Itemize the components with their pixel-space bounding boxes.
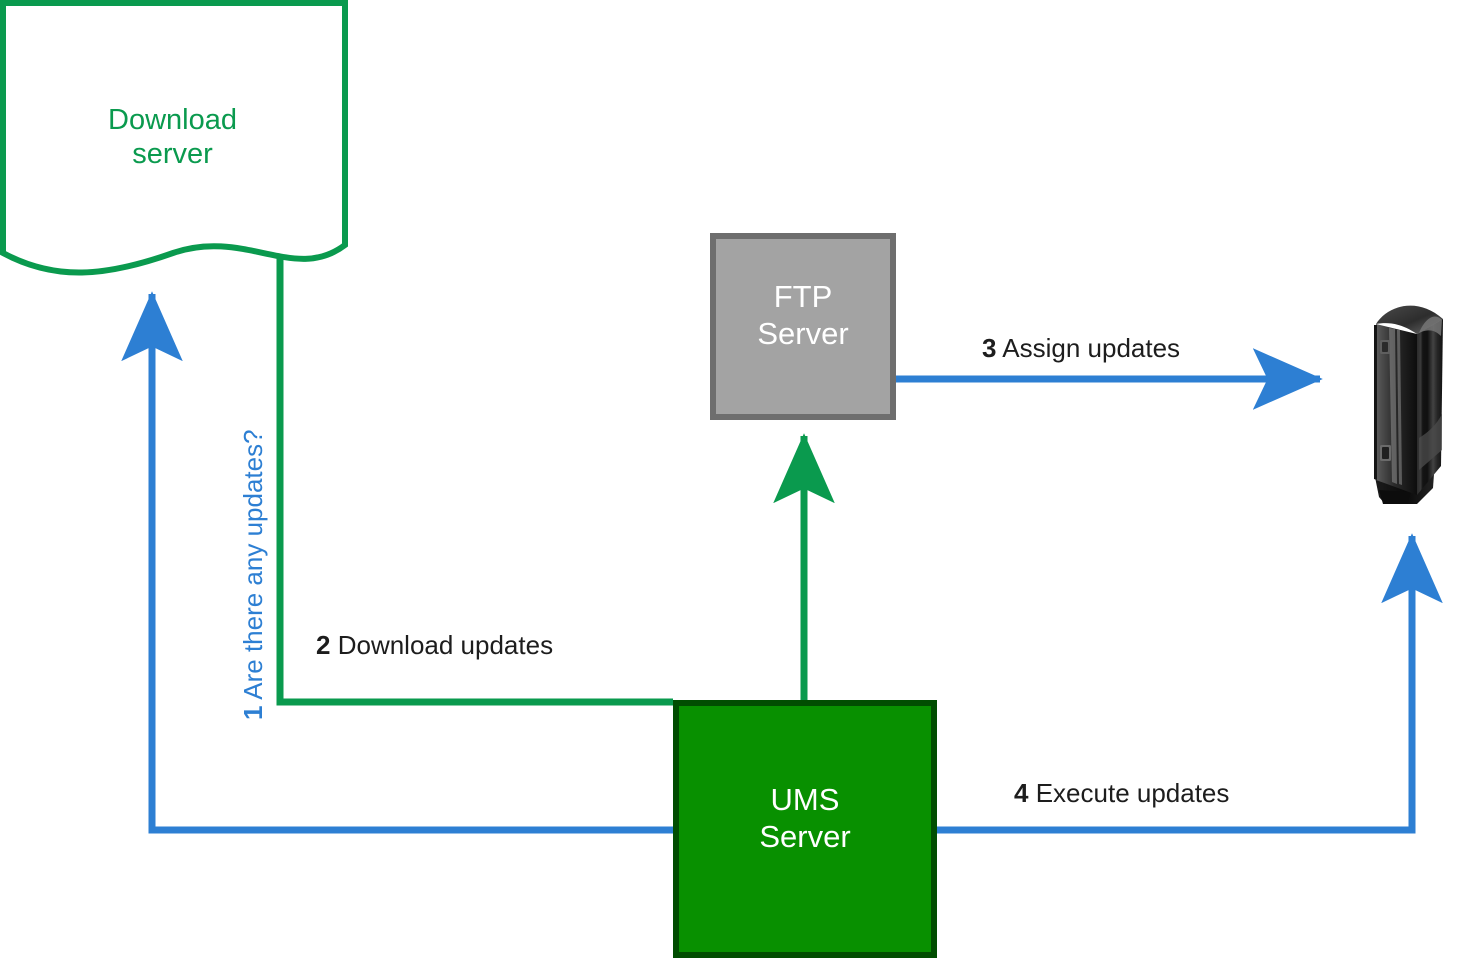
thin-client-device-icon[interactable] <box>1355 292 1455 517</box>
edge-3-label-text: Assign updates <box>1002 333 1181 363</box>
node-ums-server[interactable] <box>673 700 937 958</box>
edge-4-label-text: Execute updates <box>1035 778 1230 808</box>
edge-3-number: 3 <box>982 333 997 363</box>
edge-1-space <box>238 700 268 706</box>
edge-4-space <box>1028 778 1035 808</box>
ftp-server-label: FTP Server <box>757 279 849 351</box>
edge-2-label: 2 Download updates <box>316 630 553 661</box>
edge-1-label-text: Are there any updates? <box>238 429 268 700</box>
edge-4-label: 4 Execute updates <box>1014 778 1229 809</box>
edge-4-path <box>937 533 1443 834</box>
edge-2-path <box>276 250 673 706</box>
node-ftp-server[interactable] <box>710 233 896 420</box>
edge-2-number: 2 <box>316 630 331 660</box>
edge-2-label-text: Download updates <box>337 630 554 660</box>
edge-4-number: 4 <box>1014 778 1029 808</box>
edge-1-path <box>121 291 673 834</box>
edge-1-number: 1 <box>238 705 268 720</box>
edge-1-label: 1 Are there any updates? <box>238 420 269 720</box>
node-download-server[interactable] <box>0 0 348 276</box>
edge-2-text <box>330 630 337 660</box>
edge-3-label: 3 Assign updates <box>982 333 1180 364</box>
download-server-label: Download server <box>108 104 237 171</box>
ums-server-label: UMS Server <box>759 782 851 854</box>
